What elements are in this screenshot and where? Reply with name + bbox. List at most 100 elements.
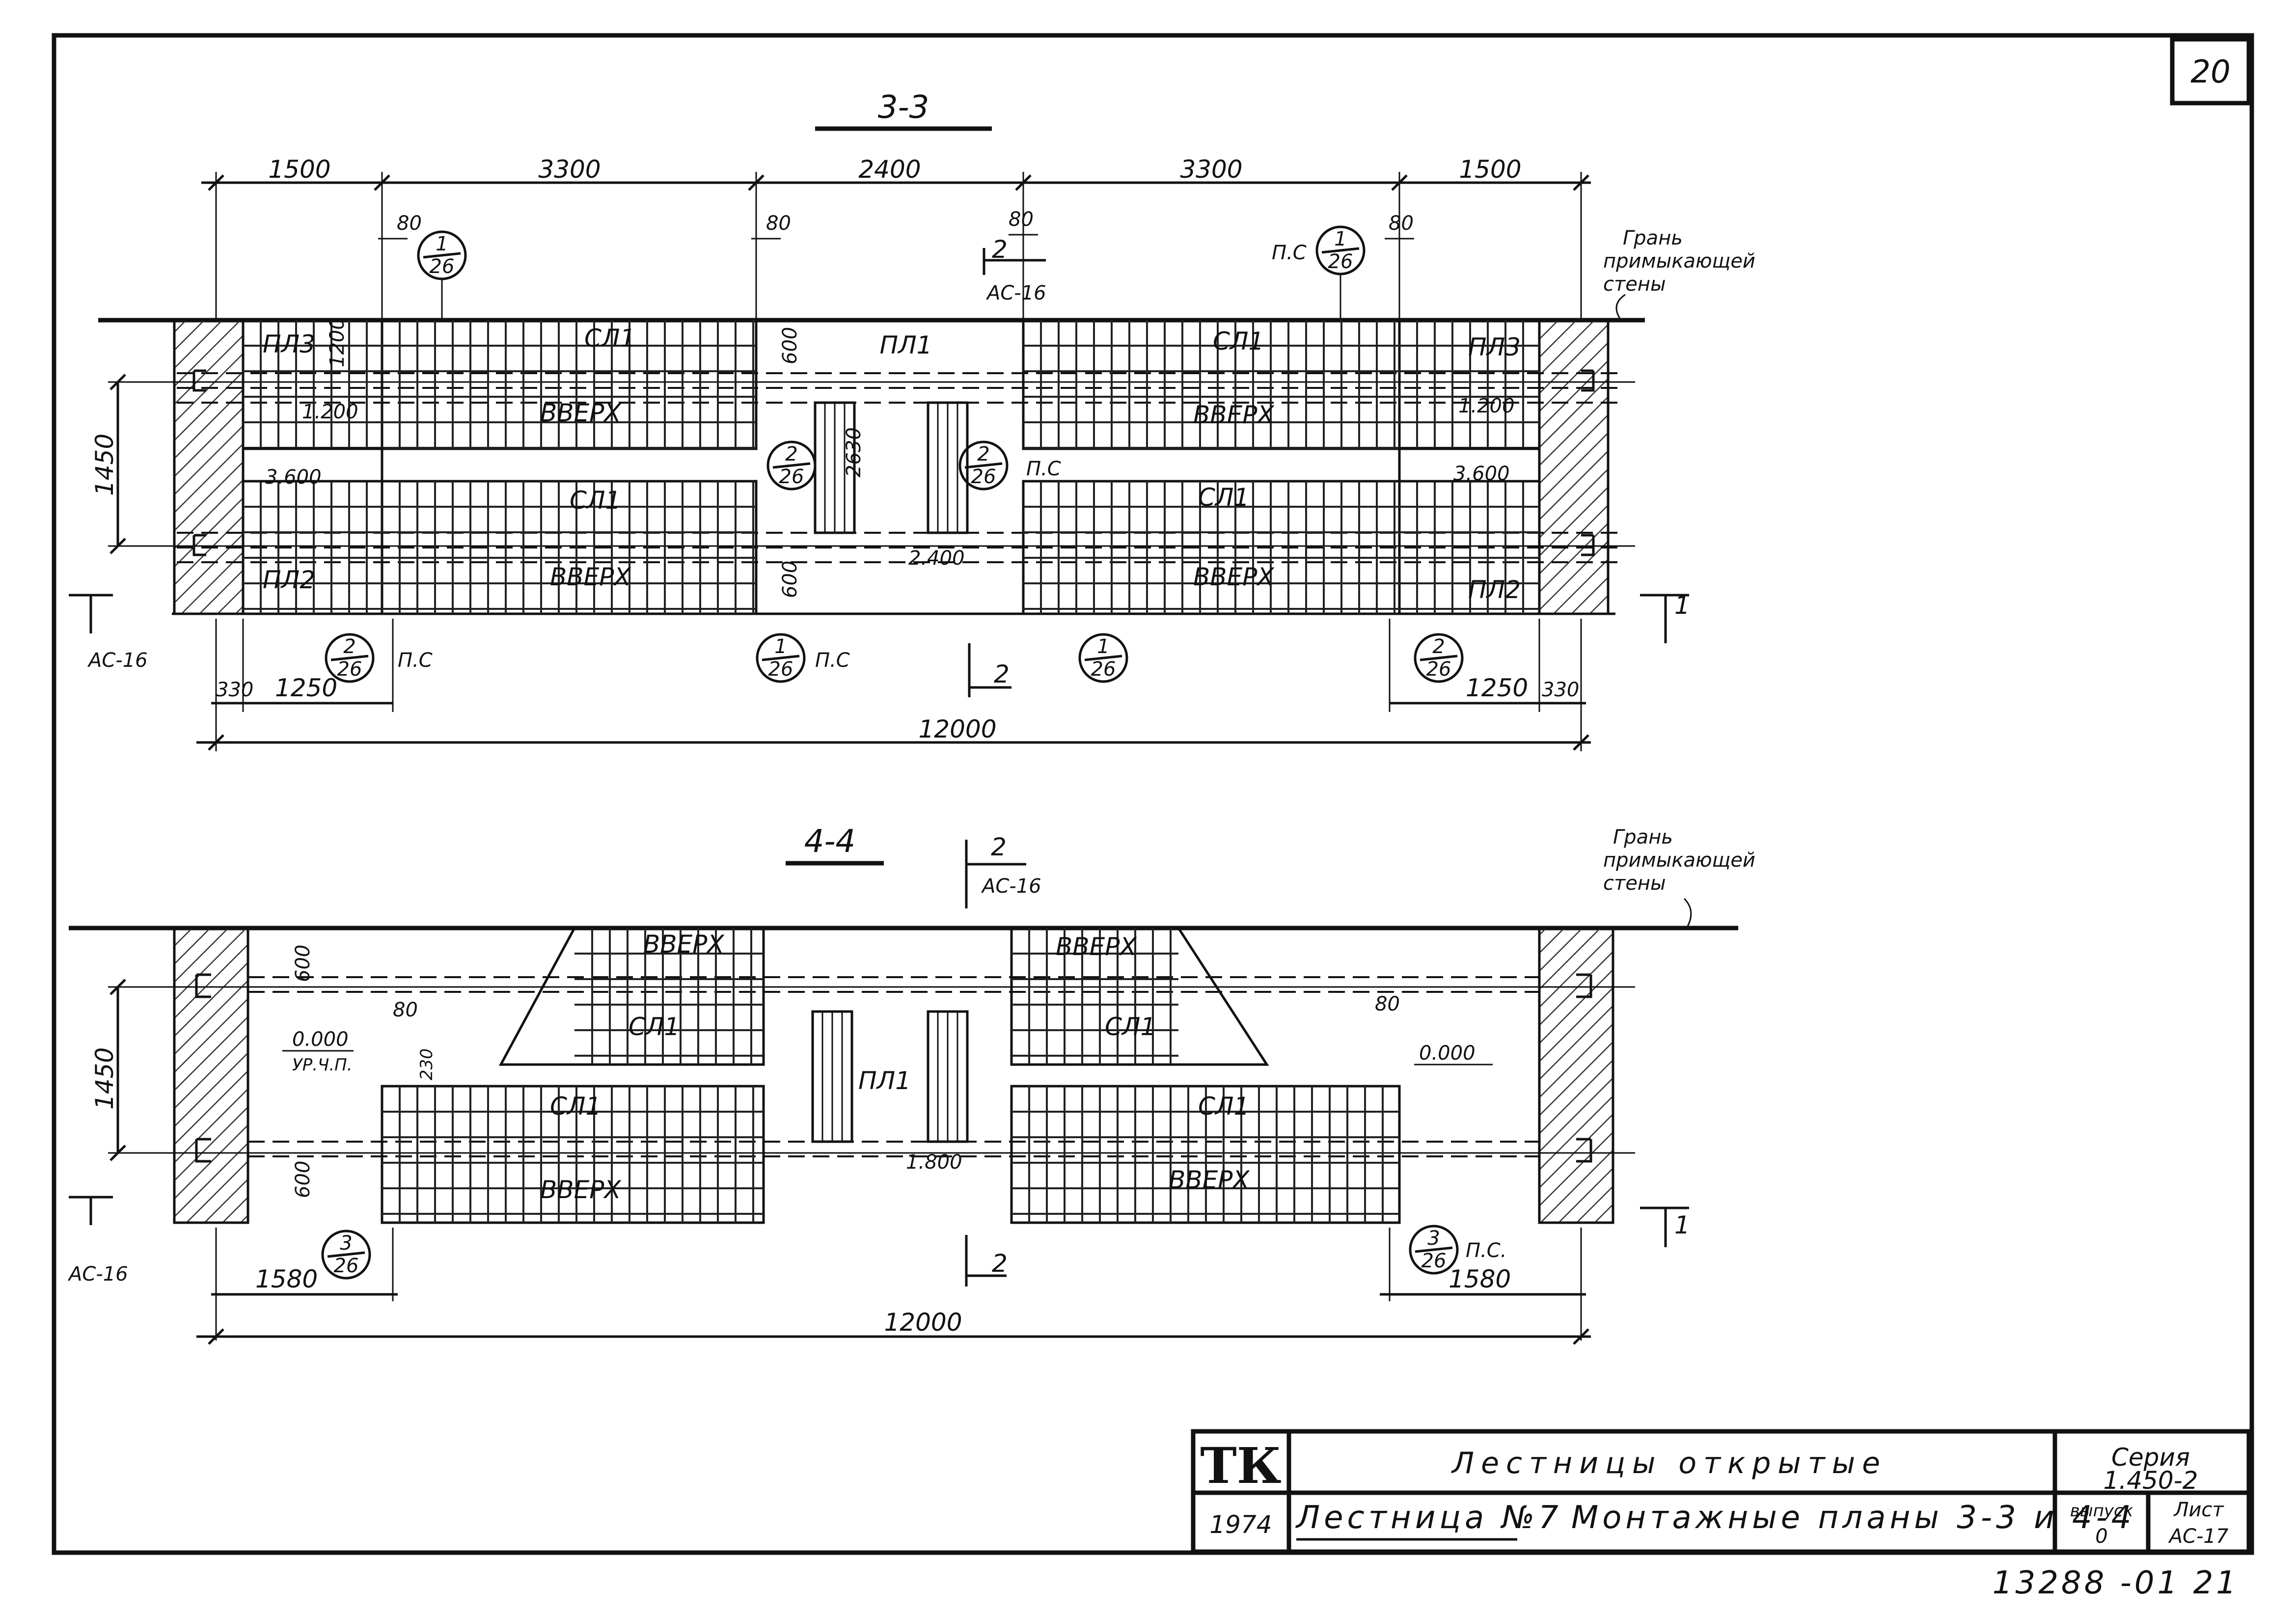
flight-sl1-br xyxy=(1022,480,1401,615)
callout-marker: 226 xyxy=(325,633,375,683)
logo-tk: ТК xyxy=(1200,1437,1281,1495)
issue-label: выпуск xyxy=(2070,1501,2133,1521)
label-up-44-c: ВВЕРХ xyxy=(540,1176,622,1204)
dim-top-2: 3300 xyxy=(538,155,601,184)
label-sl1-44-c: СЛ1 xyxy=(550,1092,601,1121)
callout-marker: 126 xyxy=(417,230,467,280)
cut-mark-2-top: 2 xyxy=(992,235,1008,264)
dim-1450-v: 1450 xyxy=(90,434,119,496)
flight-lower-left-44 xyxy=(381,1085,765,1224)
label-sl1-44-a: СЛ1 xyxy=(629,1013,680,1041)
label-ps-33: П.С xyxy=(1272,242,1307,264)
label-sl1-b: СЛ1 xyxy=(1213,327,1264,356)
callout-ref: 26 xyxy=(779,465,804,488)
title-main: Лестницы открытые xyxy=(1451,1446,1887,1480)
issue-value: 0 xyxy=(2095,1525,2107,1548)
wall-note-44-l1: Грань xyxy=(1613,826,1673,849)
dim-330-left: 330 xyxy=(216,679,253,701)
section-4-4: 4-4 2 АС-16 xyxy=(67,823,1755,1345)
callout-num: 1 xyxy=(774,635,787,658)
label-up-a: ВВЕРХ xyxy=(540,399,622,427)
label-pl1-44: ПЛ1 xyxy=(858,1067,911,1095)
title-block: ТК 1974 Лестницы открытые Лестница №7 Мо… xyxy=(1191,1429,2251,1554)
level-1800: 1.800 xyxy=(906,1151,962,1174)
level-0000-left: 0.000 xyxy=(292,1028,349,1051)
callout-marker: 226 xyxy=(958,440,1009,491)
label-pl2-right: ПЛ2 xyxy=(1468,575,1521,604)
dim-1450-v-44: 1450 xyxy=(90,1047,119,1110)
label-pl1-33: ПЛ1 xyxy=(879,331,932,359)
footer-code: 13288 -01 21 xyxy=(1993,1565,2239,1601)
label-ps-33: П.С xyxy=(815,649,850,672)
flight-upper-left-44 xyxy=(498,927,765,1066)
label-sl1-d: СЛ1 xyxy=(1198,483,1249,512)
cut-mark-as16-top-44: АС-16 xyxy=(981,875,1041,898)
callout-marker: 126 xyxy=(1315,225,1366,275)
callout-ref: 26 xyxy=(1091,658,1116,681)
dim-330-right: 330 xyxy=(1542,679,1579,701)
dim-600-v-bottom: 600 xyxy=(779,561,801,598)
dim-230-v: 230 xyxy=(417,1048,437,1080)
wall-note-33-l2: примыкающей xyxy=(1603,250,1755,273)
label-as16-left-33: АС-16 xyxy=(87,649,148,672)
wall-note-44-l2: примыкающей xyxy=(1603,849,1755,872)
level-0000-note: УР.Ч.П. xyxy=(292,1055,353,1075)
callout-ref: 26 xyxy=(971,465,996,488)
dim-2630-v: 2630 xyxy=(843,427,865,477)
dim-12000-33: 12000 xyxy=(918,715,996,743)
callout-num: 2 xyxy=(977,443,989,465)
callout-ref: 26 xyxy=(337,658,362,681)
dim-80-a: 80 xyxy=(397,212,422,235)
label-sl1-44-b: СЛ1 xyxy=(1105,1013,1156,1041)
label-ps-44: П.С. xyxy=(1466,1239,1506,1262)
dim-600-v-bottom-44: 600 xyxy=(292,1161,314,1198)
sheet-number: 20 xyxy=(2190,54,2230,90)
callout-marker: 126 xyxy=(1078,633,1128,683)
callout-ref: 26 xyxy=(1328,250,1353,273)
label-pl2-left: ПЛ2 xyxy=(263,566,315,594)
level-1200-right: 1.200 xyxy=(1458,395,1515,417)
dim-80-44-a: 80 xyxy=(393,999,418,1021)
callout-num: 1 xyxy=(1097,635,1109,658)
level-0000-right: 0.000 xyxy=(1419,1042,1476,1065)
cut-mark-1-44: 1 xyxy=(1674,1211,1690,1239)
dim-top-4: 3300 xyxy=(1180,155,1242,184)
callout-num: 3 xyxy=(1427,1227,1440,1250)
label-sl1-a: СЛ1 xyxy=(584,324,635,353)
section-3-3: 3-3 1500 3300 2400 3300 1500 80 80 80 xyxy=(69,89,1755,751)
dim-80-d: 80 xyxy=(1389,212,1414,235)
callout-num: 2 xyxy=(785,443,797,465)
label-up-44-d: ВВЕРХ xyxy=(1169,1166,1250,1194)
label-as16-left-44: АС-16 xyxy=(67,1263,128,1286)
dim-1250-left: 1250 xyxy=(275,674,337,702)
label-ps-33-mid: П.С xyxy=(1026,458,1061,480)
callout-ref: 26 xyxy=(334,1255,359,1277)
callout-marker: 326 xyxy=(321,1230,371,1280)
label-pl3-left: ПЛ3 xyxy=(263,330,315,358)
sheet-frame xyxy=(52,33,2254,1555)
callout-num: 2 xyxy=(343,635,355,658)
flight-sl1-bl xyxy=(381,480,758,615)
callout-marker: 326 xyxy=(1409,1225,1459,1275)
dim-1250-right: 1250 xyxy=(1466,674,1528,702)
wall-note-33-l3: стены xyxy=(1603,273,1666,296)
dim-80-c: 80 xyxy=(1009,208,1034,231)
dim-top-1: 1500 xyxy=(268,155,330,184)
flight-sl1-tr xyxy=(1022,319,1401,450)
dim-12000-44: 12000 xyxy=(884,1308,962,1337)
label-ps-33: П.С xyxy=(398,649,433,672)
wall-note-44-l3: стены xyxy=(1603,872,1666,895)
label-sl1-44-d: СЛ1 xyxy=(1198,1092,1249,1121)
wall-note-33-l1: Грань xyxy=(1623,227,1683,249)
callout-num: 1 xyxy=(436,233,448,255)
level-2400: 2.400 xyxy=(908,547,965,570)
callout-marker: 226 xyxy=(1414,633,1464,683)
dim-1580-left: 1580 xyxy=(255,1265,318,1293)
flight-upper-right-44 xyxy=(1010,927,1269,1066)
label-up-44-a: ВВЕРХ xyxy=(643,930,725,958)
callout-marker: 126 xyxy=(756,633,806,683)
dim-600-v-top: 600 xyxy=(779,327,801,364)
level-3600-left: 3.600 xyxy=(265,466,322,489)
sheet-label: Лист xyxy=(2173,1499,2224,1521)
